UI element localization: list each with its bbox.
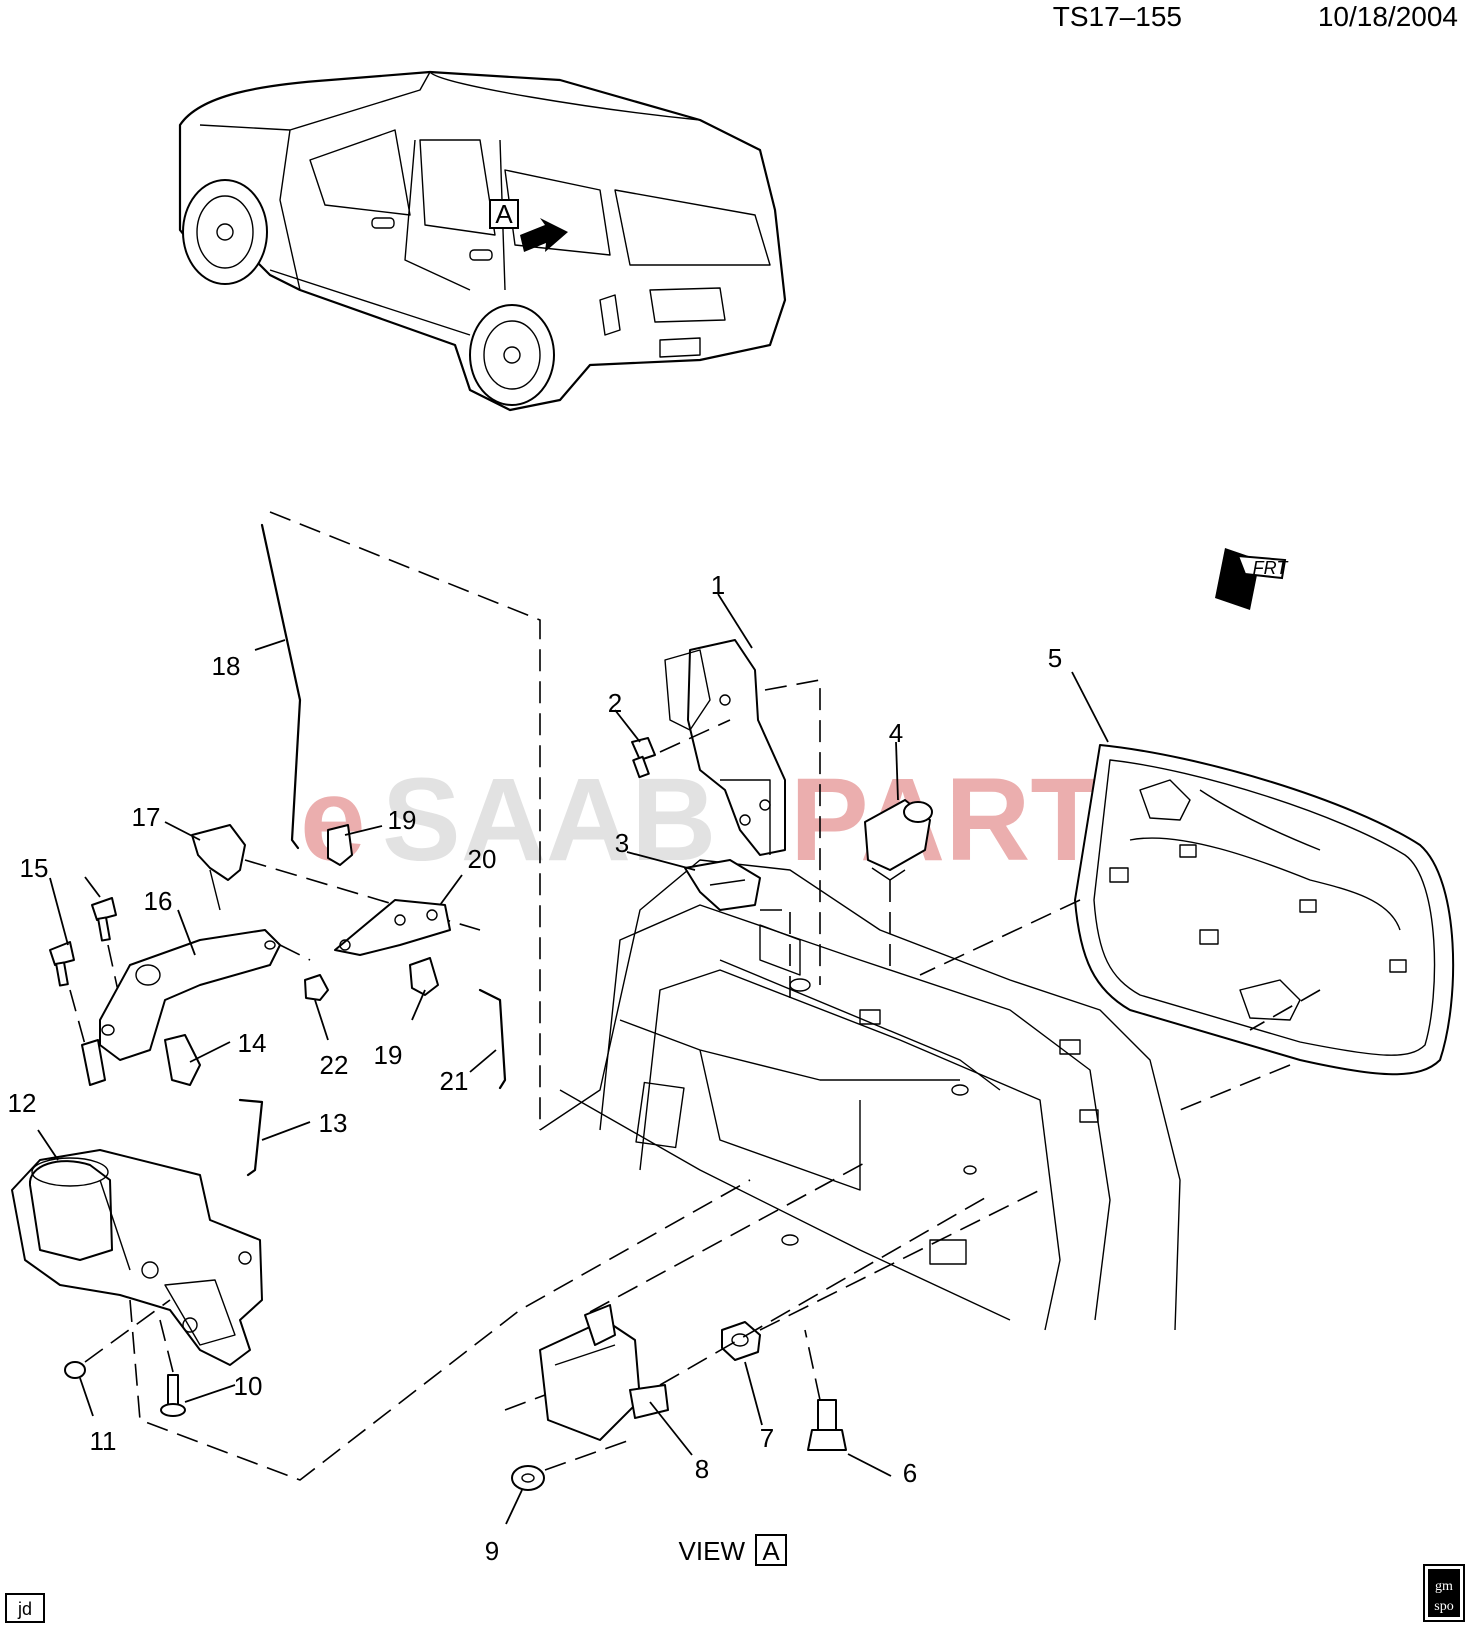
- callout-18: 18: [212, 651, 241, 681]
- callout-numbers: 1 2 3 4 5 6 7 8 9 10 11 12 13 14 15 16 1…: [8, 570, 1063, 1566]
- part-6-bolt: [807, 1399, 847, 1451]
- part-2-bolt: [631, 737, 656, 779]
- part-8-guide-c: [589, 1159, 871, 1313]
- gm-spo-logo: gm spo: [1423, 1564, 1465, 1622]
- part-20-lever: [334, 899, 451, 956]
- part-3-guide: [760, 909, 791, 1000]
- part-13-rod: [238, 1098, 264, 1177]
- logo-gm: gm: [1435, 1579, 1453, 1594]
- liftgate-body-structure: [539, 859, 1181, 1331]
- watermark-e: e: [300, 754, 366, 886]
- part-12-latch-actuator: [11, 1149, 263, 1366]
- part-5-guide-c: [1179, 1064, 1291, 1111]
- callout-2: 2: [608, 688, 622, 718]
- part-19-clip-upper: [327, 824, 353, 866]
- part-18-rod: [260, 523, 302, 850]
- author-initials: jd: [17, 1599, 32, 1619]
- part-5-trim-panel: [1074, 744, 1455, 1076]
- logo-spo: spo: [1434, 1599, 1453, 1614]
- leader-lines: [37, 593, 1109, 1525]
- part-11-nut: [64, 1361, 86, 1379]
- callout-22: 22: [320, 1050, 349, 1080]
- part-5-guide-b: [1249, 989, 1321, 1031]
- part-8-guide-b: [659, 1194, 991, 1386]
- part-7-nut: [721, 1321, 761, 1361]
- part-1-guide: [764, 679, 821, 985]
- callout-4: 4: [889, 718, 903, 748]
- part-3-clip: [684, 859, 761, 911]
- callout-6: 6: [903, 1458, 917, 1488]
- part-8-module: [539, 1304, 669, 1441]
- part-6-guide: [804, 1329, 821, 1401]
- view-caption-box: [755, 1534, 787, 1566]
- view-caption-marker: A: [762, 1536, 780, 1566]
- part-9-guide: [544, 1439, 631, 1471]
- diagram-date: 10/18/2004: [1318, 1, 1458, 32]
- part-7-guide: [759, 1189, 1041, 1331]
- part-9-bolt: [511, 1465, 545, 1491]
- callout-19-lower: 19: [374, 1040, 403, 1070]
- part-5-guide-a: [919, 899, 1081, 976]
- rear-wheel: [469, 304, 555, 406]
- part-11-guide: [84, 1299, 171, 1363]
- part-8-guide-a: [504, 1394, 546, 1411]
- part-2-guide: [659, 719, 731, 753]
- part-15-screws: [49, 897, 117, 987]
- callout-3: 3: [615, 828, 629, 858]
- part-4-lock-cylinder: [864, 799, 933, 881]
- callout-14: 14: [238, 1028, 267, 1058]
- header: TS17–155 10/18/2004: [1053, 1, 1458, 32]
- frt-label: FRT: [1253, 558, 1290, 578]
- callout-9: 9: [485, 1536, 499, 1566]
- callout-8: 8: [695, 1454, 709, 1484]
- callout-13: 13: [319, 1108, 348, 1138]
- part-21-rod: [478, 988, 507, 1090]
- view-a-marker: A: [489, 199, 568, 252]
- part-14-clip: [164, 1034, 201, 1086]
- callout-11: 11: [90, 1426, 117, 1456]
- part-10-guide: [159, 1319, 174, 1373]
- part-12-guide: [129, 1179, 751, 1481]
- part-16-bellcrank: [81, 929, 281, 1086]
- watermark-saab: SAAB: [382, 754, 716, 886]
- part-16-guide: [279, 944, 311, 961]
- part-10-bolt: [160, 1374, 186, 1417]
- callout-12: 12: [8, 1088, 37, 1118]
- callout-5: 5: [1048, 643, 1062, 673]
- callout-1: 1: [711, 570, 725, 600]
- view-caption-label: VIEW: [679, 1536, 746, 1566]
- author-box: [5, 1593, 45, 1623]
- callout-21: 21: [440, 1066, 469, 1096]
- callout-15: 15: [20, 853, 49, 883]
- view-caption: VIEW A: [679, 1534, 787, 1566]
- diagram-code: TS17–155: [1053, 1, 1182, 32]
- footer: jd gm spo: [5, 1564, 1465, 1623]
- part-19-clip-lower: [409, 957, 439, 996]
- part-22-nut: [304, 974, 329, 1001]
- callout-16: 16: [144, 886, 173, 916]
- part-1-bracket: [664, 639, 786, 856]
- assembly-guide-line: [269, 511, 541, 1130]
- callout-10: 10: [234, 1371, 263, 1401]
- front-wheel: [182, 179, 268, 285]
- vehicle-illustration: A: [178, 70, 787, 412]
- view-a-marker-label: A: [495, 199, 513, 229]
- callout-7: 7: [760, 1423, 774, 1453]
- part-17-clip: [191, 824, 246, 911]
- callout-19-upper: 19: [388, 805, 417, 835]
- callout-20: 20: [468, 844, 497, 874]
- callout-17: 17: [132, 802, 161, 832]
- front-direction-indicator: FRT: [1215, 548, 1289, 610]
- view-direction-arrow-icon: [520, 218, 568, 252]
